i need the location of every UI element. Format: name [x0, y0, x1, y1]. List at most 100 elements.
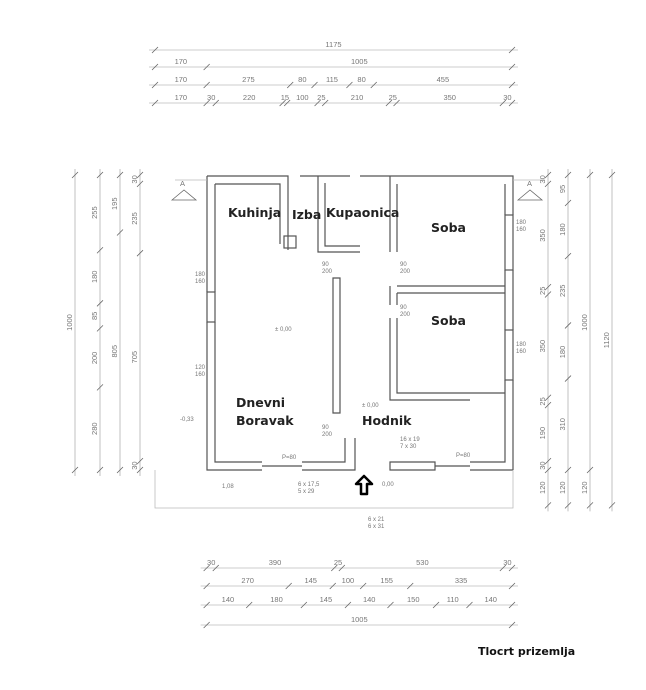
bottom-dim-tick [508, 621, 516, 629]
terrace-outline [154, 179, 545, 509]
top-dim-tick [370, 81, 378, 89]
level-outside: -0,33 [180, 417, 194, 423]
bottom-dim-label: 145 [304, 576, 317, 585]
left-dim-label: 280 [90, 422, 99, 435]
right-dim-tick [544, 457, 552, 465]
outer-wall-right [390, 175, 514, 470]
room-label-boravak: Boravak [236, 413, 294, 428]
bottom-dim-tick [329, 582, 337, 590]
bottom-dim-tick [338, 564, 346, 572]
section-marker-left [170, 189, 198, 201]
bottom-dim-label: 30 [503, 558, 511, 567]
left-dim-label: 255 [90, 206, 99, 219]
walls [206, 175, 514, 471]
left-dim-label: 235 [130, 212, 139, 225]
outer-wall-bottom [302, 400, 513, 471]
right-dim-label: 1120 [602, 332, 611, 348]
stairs-entry-annotation: 6 x 21 6 x 31 [368, 517, 385, 530]
top-dim-tick [151, 46, 159, 54]
bottom-dim-tick [387, 601, 394, 609]
right-dim-tick [586, 466, 594, 474]
bottom-dim-label: 390 [269, 558, 282, 567]
door-annotation-4: 90 200 [322, 425, 333, 438]
top-dim-tick [508, 81, 516, 89]
room-label-kuhinja: Kuhinja [228, 205, 282, 220]
top-dim-tick [314, 99, 321, 107]
top-dim-tick [385, 99, 393, 107]
left-dim-tick [71, 466, 79, 474]
bottom-dim-tick [203, 601, 210, 609]
bottom-dim-tick [432, 601, 440, 609]
left-dim-tick [136, 249, 144, 257]
window-left-1 [206, 291, 216, 323]
right-dim-tick [544, 394, 552, 402]
stairs-terrace-annotation: 6 x 17,5 5 x 29 [298, 482, 320, 495]
door-annotation-1: 90 200 [322, 262, 333, 275]
left-dim-label: 30 [130, 175, 139, 183]
left-dim-tick [96, 246, 104, 254]
bottom-dim-label: 180 [270, 595, 283, 604]
right-dim-tick [544, 283, 552, 291]
left-dim-label: 30 [130, 461, 139, 469]
right-dim-label: 235 [558, 285, 567, 298]
left-dim-tick [116, 171, 124, 179]
left-dim-label: 705 [130, 351, 139, 364]
top-dim-tick [151, 99, 159, 107]
top-dim-label: 30 [503, 93, 511, 102]
right-dim-label: 190 [538, 427, 547, 440]
left-dim-tick [96, 325, 104, 332]
drawing-title: Tlocrt prizemlja [478, 645, 576, 658]
top-dim-tick [508, 63, 516, 71]
right-dim-tick [544, 180, 552, 188]
top-dim-label: 170 [175, 57, 188, 66]
top-dim-tick [499, 99, 507, 107]
left-dim-tick [96, 300, 104, 307]
level-terrace: 1,08 [222, 484, 234, 490]
right-dim-label: 120 [538, 481, 547, 494]
top-dim-label: 210 [351, 93, 364, 102]
bottom-dim-label: 155 [380, 576, 393, 585]
bottom-dim-label: 1005 [351, 615, 368, 624]
right-dim-tick [608, 171, 616, 179]
top-dim-tick [508, 46, 516, 54]
right-dim-tick [586, 171, 594, 179]
right-dim-label: 25 [538, 287, 547, 295]
bottom-dim-tick [300, 601, 308, 609]
bottom-dim-tick [406, 582, 414, 590]
left-dim-tick [136, 466, 144, 474]
top-dim-label: 1175 [325, 40, 341, 49]
top-dim-tick [203, 63, 210, 71]
right-dim-tick [586, 502, 594, 509]
top-dim-label: 220 [243, 93, 256, 102]
left-dim-tick [136, 171, 144, 179]
left-dim-tick [136, 457, 144, 465]
right-dim-tick [564, 322, 572, 329]
room-label-soba-1: Soba [431, 220, 466, 235]
right-dim-label: 310 [558, 418, 567, 431]
right-dim-label: 95 [558, 185, 567, 193]
top-dim-label: 170 [175, 75, 188, 84]
left-dim-tick [116, 229, 124, 236]
window-annotation-4: 180 160 [516, 342, 527, 355]
bottom-dim-tick [508, 601, 516, 609]
bottom-dim-label: 270 [241, 576, 254, 585]
wall-kupaonica [317, 176, 398, 253]
window-annotation-2: 120 160 [195, 365, 206, 378]
right-dim-label: 120 [580, 481, 589, 494]
window-annotation-1: 180 160 [195, 272, 206, 285]
bottom-dim-tick [203, 564, 210, 572]
top-dim-tick [279, 99, 286, 107]
top-dim-tick [283, 99, 291, 107]
bottom-dim-label: 530 [416, 558, 429, 567]
bottom-dim-label: 100 [342, 576, 355, 585]
bottom-dim-tick [466, 601, 473, 609]
wall-hall [332, 277, 341, 414]
window-right-1 [504, 214, 514, 271]
top-dim-label: 100 [296, 93, 309, 102]
right-dim-tick [544, 502, 552, 509]
level-hall: ± 0,00 [362, 403, 379, 409]
bottom-dim-label: 140 [363, 595, 376, 604]
level-living: ± 0,00 [275, 327, 292, 333]
bottom-dim-label: 335 [455, 576, 468, 585]
